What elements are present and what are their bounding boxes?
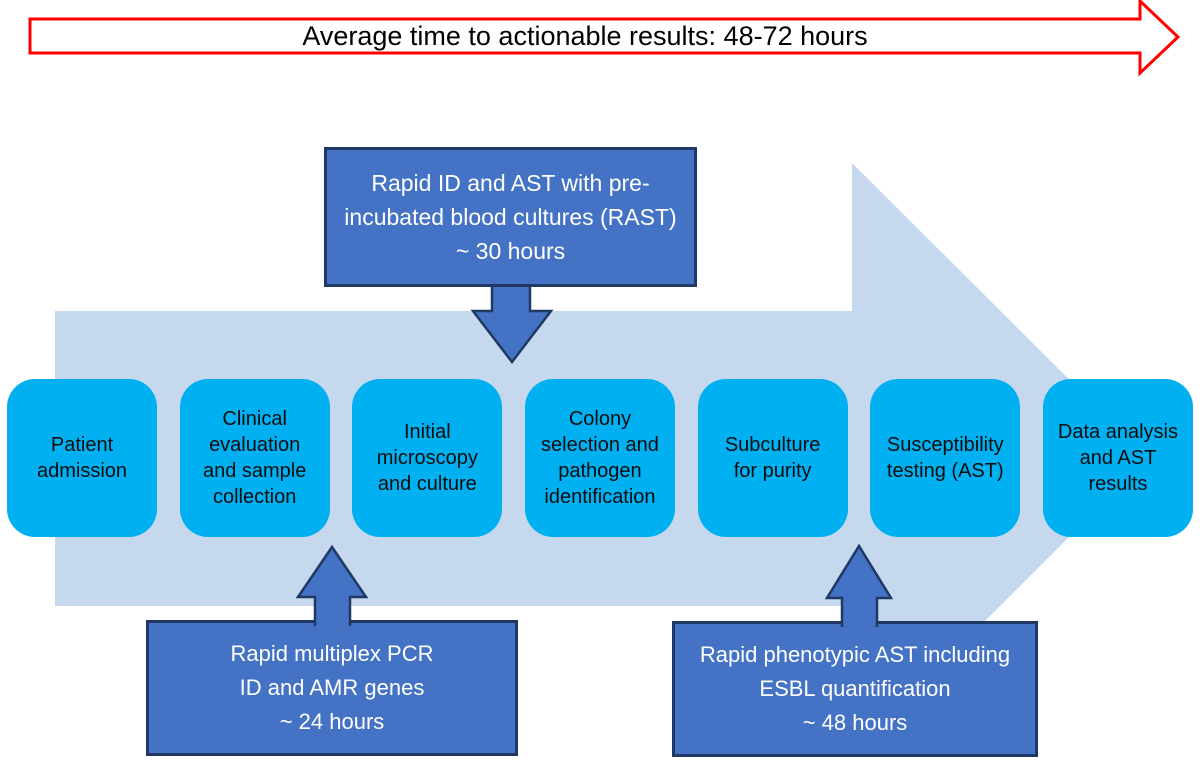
stage-colony-selection: Colony selection and pathogen identifica… bbox=[524, 379, 675, 537]
callout-line: ID and AMR genes bbox=[239, 675, 425, 700]
stage-patient-admission: Patient admission bbox=[7, 379, 157, 537]
callout-pcr: Rapid multiplex PCR ID and AMR genes ~ 2… bbox=[146, 620, 518, 756]
arrow-down-icon bbox=[470, 283, 554, 365]
stage-label: Colony selection and pathogen identifica… bbox=[541, 408, 659, 508]
callout-line: ~ 24 hours bbox=[279, 709, 385, 734]
stage-data-analysis: Data analysis and AST results bbox=[1042, 379, 1193, 537]
stage-label: Susceptibility testing (AST) bbox=[886, 434, 1004, 482]
callout-phenotypic-ast: Rapid phenotypic AST including ESBL quan… bbox=[672, 621, 1038, 757]
stages-row: Patient admission Clinical evaluation an… bbox=[7, 379, 1193, 537]
stage-label: Data analysis and AST results bbox=[1057, 421, 1178, 495]
callout-rast: Rapid ID and AST with pre- incubated blo… bbox=[324, 147, 697, 287]
callout-line: ~ 48 hours bbox=[802, 710, 908, 735]
callout-line: ESBL quantification bbox=[759, 676, 951, 701]
stage-label: Subculture for purity bbox=[724, 434, 821, 482]
stage-clinical-evaluation: Clinical evaluation and sample collectio… bbox=[179, 379, 330, 537]
stage-label: Clinical evaluation and sample collectio… bbox=[202, 408, 307, 508]
callout-line: Rapid multiplex PCR bbox=[230, 641, 434, 666]
callout-line: Rapid phenotypic AST including bbox=[699, 642, 1011, 667]
arrow-up-icon bbox=[824, 543, 894, 627]
callout-line: ~ 30 hours bbox=[455, 238, 566, 264]
stage-initial-microscopy: Initial microscopy and culture bbox=[352, 379, 503, 537]
stage-label: Initial microscopy and culture bbox=[376, 421, 478, 495]
stage-label: Patient admission bbox=[36, 434, 128, 482]
callout-line: Rapid ID and AST with pre- bbox=[371, 170, 650, 196]
arrow-up-icon bbox=[295, 544, 369, 626]
stage-subculture-purity: Subculture for purity bbox=[697, 379, 848, 537]
banner-label: Average time to actionable results: 48-7… bbox=[302, 20, 868, 51]
stage-susceptibility-testing: Susceptibility testing (AST) bbox=[870, 379, 1021, 537]
callout-line: incubated blood cultures (RAST) bbox=[344, 204, 677, 230]
